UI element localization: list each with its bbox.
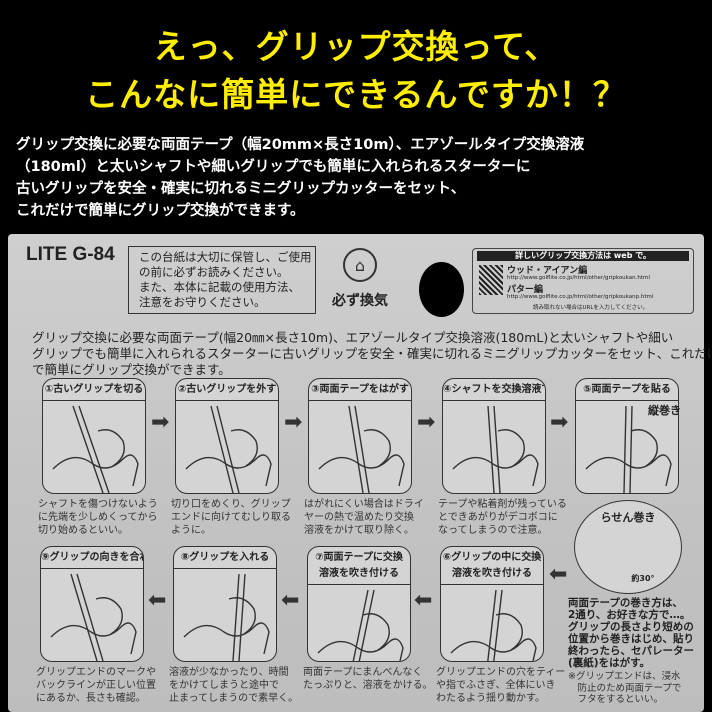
spiral-wrap-illustration: らせん巻き 約30°: [574, 500, 682, 594]
step-caption: シャフトを傷つけないよう に先端を少しめくってから 切り始めるといい。: [38, 499, 158, 536]
spiral-wrap-label: らせん巻き: [600, 511, 656, 524]
headline-line1: えっ、グリップ交換って、: [153, 27, 559, 66]
angle-label: 約30°: [631, 574, 655, 583]
step-illustration: [450, 589, 537, 661]
step-illustration: [585, 405, 672, 493]
intro-text: グリップ交換に必要な両面テープ（幅20mm×長さ10m）、エアゾールタイプ交換溶…: [16, 137, 585, 219]
step-illustration: [52, 405, 139, 493]
end-note: ※グリップエンドは、浸水 防止のため両面テープで フタをするといい。: [568, 671, 682, 705]
step-illustration: [317, 589, 404, 661]
headline-line2: こんなに簡単にできるんですか！？: [85, 75, 627, 114]
putter-url[interactable]: http://www.golflite.co.jp/html/other/gri…: [507, 294, 654, 300]
step-4: ④シャフトを交換溶液で拭く: [442, 378, 546, 494]
description: グリップ交換に必要な両面テープ(幅20㎜×長さ10m)、エアゾールタイプ交換溶液…: [32, 330, 712, 377]
arrow-left-icon: ⬅: [281, 588, 300, 613]
step-8: ⑧グリップを入れる: [173, 546, 277, 662]
wood-url[interactable]: http://www.golflite.co.jp/html/other/gri…: [507, 275, 650, 281]
step-illustration: [50, 573, 137, 661]
step-3: ③両面テープをはがす: [308, 378, 412, 494]
step-illustration: [318, 405, 405, 493]
arrow-right-icon: ➡: [151, 410, 170, 435]
step-title: ⑦両面テープに交換 溶液を吹き付ける: [308, 547, 410, 585]
arrow-right-icon: ➡: [550, 410, 569, 435]
step-caption: テープや粘着剤が残っている とできあがりがデコボコに なってしまうので注意。: [438, 499, 567, 536]
arrow-right-icon: ➡: [284, 410, 303, 435]
step-caption: 溶液が少なかったり、時間 をかけてしまうと途中で 止まってしまうので素早く。: [169, 667, 299, 704]
web-hint: 読み取れない場合はURLを入力してください。: [533, 305, 649, 311]
product-card: LITE G-84 この台紙は大切に保管し、ご使用 の前に必ずお読みください。 …: [8, 234, 712, 712]
step-2: ②古いグリップを外す: [175, 378, 279, 494]
step-illustration: [183, 573, 270, 661]
arrow-left-icon: ⬅: [148, 588, 167, 613]
step-9: ⑨グリップの向きを合わせる: [40, 546, 144, 662]
model-name: LITE G-84: [26, 244, 115, 265]
step-title: ⑧グリップを入れる: [174, 547, 276, 569]
qr-code-icon[interactable]: [479, 265, 503, 295]
web-bar: 詳しいグリップ交換方法は web で。: [477, 251, 689, 261]
step-illustration: [185, 405, 272, 493]
step-title: ①古いグリップを切る: [43, 379, 145, 401]
step-caption: はがれにくい場合はドライ ヤーの熱で温めたり交換 溶液をかけて取り除く。: [304, 499, 424, 536]
ventilation-mark: ⌂ 必ず換気: [330, 248, 390, 310]
step-caption: 切り口をめくり、グリップ エンドに向けてむしり取る ように。: [171, 499, 291, 536]
web-info-box: 詳しいグリップ交換方法は web で。 ウッド・アイアン編 http://www…: [472, 248, 694, 314]
step-5: ⑤両面テープを貼る: [575, 378, 679, 494]
step-title: ⑤両面テープを貼る: [576, 379, 678, 401]
step-illustration: [452, 405, 539, 493]
wood-label: ウッド・アイアン編: [507, 266, 588, 276]
ventilation-label: 必ず換気: [332, 293, 388, 309]
step-caption: グリップエンドのマークや バックラインが正しい位置 にあるか、長さも確認。: [36, 667, 156, 704]
hang-hole: [419, 262, 464, 317]
notice-box: この台紙は大切に保管し、ご使用 の前に必ずお読みください。 また、本体に記載の使…: [128, 246, 316, 314]
step-title: ④シャフトを交換溶液で拭く: [443, 379, 545, 401]
window-icon: ⌂: [343, 248, 377, 282]
step-7: ⑦両面テープに交換 溶液を吹き付ける: [307, 546, 411, 662]
step-title: ⑨グリップの向きを合わせる: [41, 547, 143, 569]
wrap-note: 両面テープの巻き方は、 2通り、お好きな方で…。 グリップの長さより短めの 位置…: [568, 597, 694, 669]
step-title: ②古いグリップを外す: [176, 379, 278, 401]
arrow-right-icon: ➡: [417, 410, 436, 435]
putter-label: パター編: [507, 285, 544, 295]
step-title: ⑥グリップの中に交換 溶液を吹き付ける: [441, 547, 543, 585]
step-caption: 両面テープにまんべんなく たっぷりと、溶液をかける。: [303, 667, 433, 691]
step-1: ①古いグリップを切る: [42, 378, 146, 494]
vertical-wrap-label: 縦巻き: [648, 404, 681, 417]
step-caption: グリップエンドの穴をティー や指でふさぎ、全体にいき わたるよう揺り動かす。: [436, 667, 566, 704]
arrow-left-icon: ⬅: [414, 588, 433, 613]
arrow-left-icon: ⬅: [549, 562, 568, 587]
step-title: ③両面テープをはがす: [309, 379, 411, 401]
step-6: ⑥グリップの中に交換 溶液を吹き付ける: [440, 546, 544, 662]
